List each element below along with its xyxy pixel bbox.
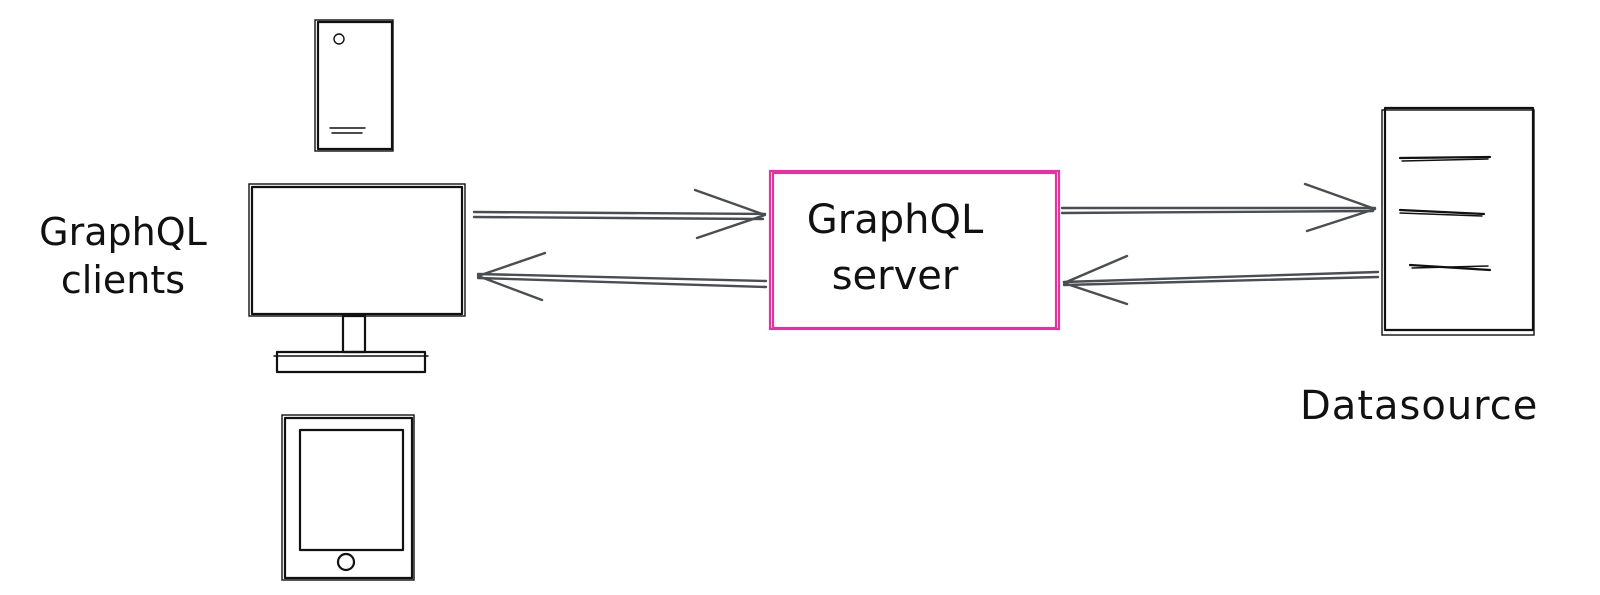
graphql-server-box [768, 169, 1061, 331]
clients-label-line1: GraphQL [39, 210, 207, 254]
phone-icon [314, 19, 394, 152]
tablet-icon [281, 414, 415, 581]
arrow-datasource-to-server [1062, 254, 1380, 306]
arrow-server-to-datasource [1060, 182, 1377, 233]
server-label-line1: GraphQL [806, 197, 984, 243]
clients-label-line2: clients [60, 258, 186, 302]
server-rack-icon [1381, 106, 1535, 336]
datasource-label: Datasource [1300, 383, 1539, 429]
server-label-line2: server [831, 253, 959, 299]
monitor-icon [248, 183, 466, 374]
arrow-clients-to-server [472, 188, 767, 240]
server-label: GraphQL server [770, 192, 1020, 304]
clients-label: GraphQL clients [18, 208, 228, 304]
arrow-server-to-clients [476, 251, 768, 302]
